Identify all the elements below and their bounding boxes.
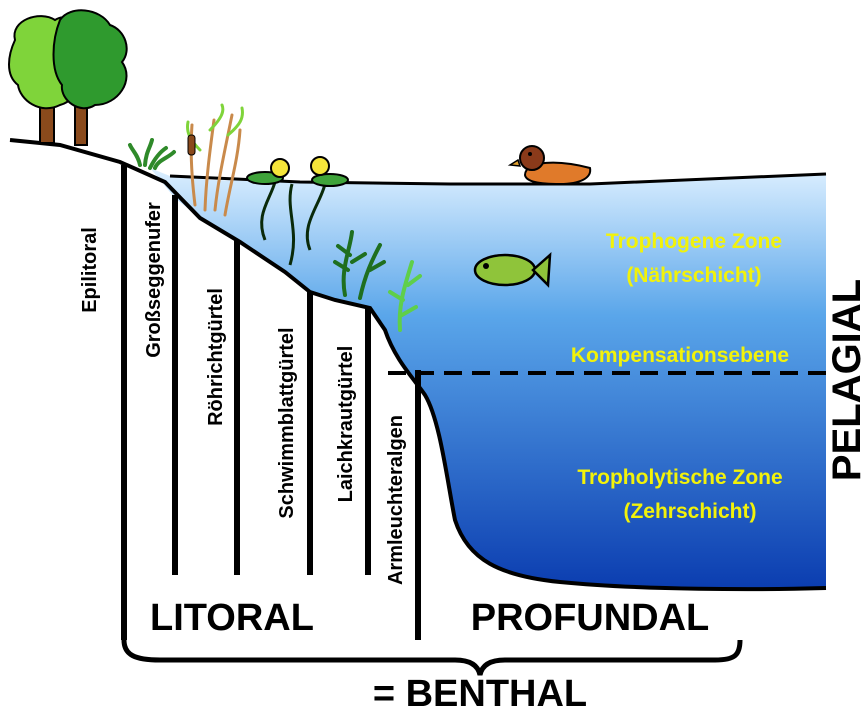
benthal-brace: [124, 640, 740, 675]
laichkrautguertel-label: Laichkrautgürtel: [335, 346, 357, 503]
tree-icon: [9, 10, 127, 145]
profundal-label: PROFUNDAL: [471, 597, 710, 639]
zehrschicht-label: (Zehrschicht): [623, 500, 756, 523]
schwimmblattguertel-label: Schwimmblattgürtel: [276, 327, 298, 518]
roehrichtguertel-label: Röhrichtgürtel: [205, 288, 227, 426]
benthal-label: = BENTHAL: [373, 673, 587, 707]
litoral-label: LITORAL: [150, 597, 314, 639]
duck-icon: [510, 146, 590, 184]
sedge-icon: [130, 140, 174, 168]
tropholytische-zone-label: Tropholytische Zone: [577, 466, 782, 489]
trophogene-zone-label: Trophogene Zone: [606, 230, 782, 253]
grosseggenufer-label: Großseggenufer: [143, 202, 165, 358]
epilitoral-label: Epilitoral: [79, 227, 101, 313]
kompensationsebene-label: Kompensationsebene: [571, 344, 789, 367]
armleuchteralgen-label: Armleuchteralgen: [385, 415, 407, 585]
naehrschicht-label: (Nährschicht): [626, 264, 761, 287]
pelagial-label: PELAGIAL: [825, 279, 864, 481]
